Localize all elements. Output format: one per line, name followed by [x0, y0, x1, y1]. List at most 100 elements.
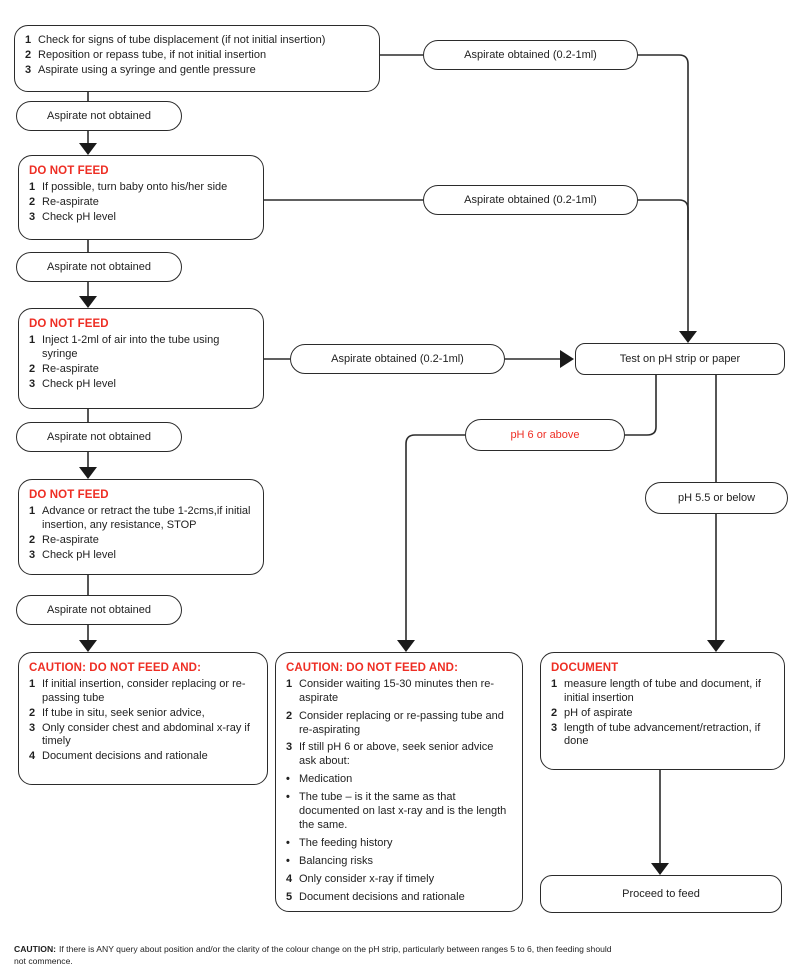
flow-box-step1: 1 Check for signs of tube displacement (i… [14, 25, 380, 92]
item-number: 2 [29, 362, 36, 375]
item-text: Consider waiting 15-30 minutes then re-a… [299, 677, 495, 704]
pill-label: Aspirate obtained (0.2-1ml) [464, 194, 597, 206]
list-item-bullet: • Medication [286, 773, 513, 787]
item-text: Advance or retract the tube 1-2cms,if in… [42, 504, 251, 531]
pill-label: Aspirate not obtained [47, 261, 151, 273]
list-item: 4 Document decisions and rationale [29, 750, 258, 764]
item-number: 2 [551, 706, 558, 719]
pill-label: pH 6 or above [510, 429, 580, 441]
item-text: Document decisions and rationale [299, 891, 465, 904]
bullet-icon: • [286, 791, 290, 804]
item-text: Document decisions and rationale [42, 750, 208, 763]
pill-aspirate-obtained-1: Aspirate obtained (0.2-1ml) [423, 40, 638, 70]
item-number: 3 [29, 721, 36, 734]
item-text: Inject 1-2ml of air into the tube using … [42, 333, 220, 360]
item-number: 2 [29, 195, 36, 208]
item-number: 3 [551, 721, 558, 734]
item-text: length of tube advancement/retraction, i… [564, 721, 761, 748]
item-number: 2 [286, 709, 293, 722]
item-text: If tube in situ, seek senior advice, [42, 706, 205, 719]
item-text: The feeding history [299, 837, 393, 850]
pill-label: Proceed to feed [622, 888, 700, 900]
list-item-bullet: •Balancing risks [286, 855, 513, 869]
item-text: Only consider chest and abdominal x-ray … [42, 721, 250, 748]
list-item: 2 Re-aspirate [29, 363, 254, 377]
flow-box-caution-mid: CAUTION: DO NOT FEED AND: 1 Consider wait… [275, 652, 523, 912]
item-number: 4 [29, 750, 36, 763]
list-item: 3 Aspirate using a syringe and gentle pre… [25, 64, 370, 78]
arrowhead-right-test [560, 350, 574, 368]
connector-test-to-ph6 [625, 375, 657, 436]
list-item: 1 Check for signs of tube displacement (i… [25, 34, 370, 48]
item-text: Re-aspirate [42, 533, 99, 546]
item-number: 3 [25, 63, 32, 76]
box-title: DO NOT FEED [29, 318, 109, 330]
item-number: 1 [551, 677, 558, 690]
pill-ph55-or-below: pH 5.5 or below [645, 482, 788, 514]
box-title: CAUTION: DO NOT FEED AND: [29, 662, 202, 674]
item-number: 2 [29, 706, 36, 719]
list-item: 1 measure length of tube and document, if… [551, 678, 775, 706]
list-item: 3 length of tube advancement/retraction, … [551, 722, 775, 750]
item-number: 1 [29, 504, 36, 517]
list-item-bullet: •The tube – is it the same as that docum… [286, 791, 513, 833]
list-item: 2 pH of aspirate [551, 707, 775, 721]
item-text: Medication [299, 773, 353, 786]
list-item: 2 Re-aspirate [29, 534, 254, 548]
footer-caution-label: CAUTION: [14, 944, 57, 954]
list-item: 2 If tube in situ, seek senior advice, [29, 707, 258, 721]
item-text: Aspirate using a syringe and gentle pres… [38, 63, 256, 76]
item-number: 1 [25, 34, 32, 46]
item-number: 1 [286, 677, 293, 690]
item-number: 4 [286, 873, 293, 886]
arrowhead-down-caution-left [79, 640, 97, 652]
pill-label: Test on pH strip or paper [619, 353, 741, 365]
item-text: Check for signs of tube displacement (if… [38, 34, 326, 46]
connector-aspirate-obtained-2-merge [638, 199, 689, 240]
item-text: pH of aspirate [564, 706, 633, 719]
bullet-icon: • [286, 837, 290, 850]
pill-label: Aspirate obtained (0.2-1ml) [331, 353, 464, 365]
item-text: measure length of tube and document, if … [564, 677, 761, 704]
item-text: If possible, turn baby onto his/her side [42, 180, 228, 193]
list-item: 1 Advance or retract the tube 1-2cms,if i… [29, 505, 254, 533]
item-text: If initial insertion, consider replacing… [42, 677, 246, 704]
bullet-icon: • [286, 773, 290, 786]
pill-proceed-to-feed: Proceed to feed [540, 875, 782, 913]
pill-aspirate-obtained-2: Aspirate obtained (0.2-1ml) [423, 185, 638, 215]
footer-caution-note: CAUTION:If there is ANY query about posi… [14, 944, 614, 967]
pill-aspirate-not-obtained-4: Aspirate not obtained [16, 595, 182, 625]
connector-ph6-to-caution-mid [405, 434, 465, 640]
connector-aspirate-obtained-1-to-test [638, 54, 689, 331]
pill-aspirate-not-obtained-3: Aspirate not obtained [16, 422, 182, 452]
box-title: DO NOT FEED [29, 165, 109, 177]
item-text: Balancing risks [299, 855, 373, 868]
box-test-ph: Test on pH strip or paper [575, 343, 785, 375]
pill-aspirate-not-obtained-1: Aspirate not obtained [16, 101, 182, 131]
item-number: 2 [29, 533, 36, 546]
arrowhead-down-test [679, 331, 697, 343]
box-title: DOCUMENT [551, 662, 619, 674]
item-text: Re-aspirate [42, 362, 99, 375]
item-text: Consider replacing or re-passing tube an… [299, 709, 504, 736]
pill-ph6-or-above: pH 6 or above [465, 419, 625, 451]
pill-aspirate-obtained-3: Aspirate obtained (0.2-1ml) [290, 344, 505, 374]
list-item: 2 Consider replacing or re-passing tube a… [286, 710, 513, 738]
item-number: 3 [286, 741, 293, 754]
box-title: CAUTION: DO NOT FEED AND: [286, 662, 459, 674]
item-number: 3 [29, 548, 36, 561]
list-item: 1 Consider waiting 15-30 minutes then re-… [286, 678, 513, 706]
arrowhead-down-document [707, 640, 725, 652]
